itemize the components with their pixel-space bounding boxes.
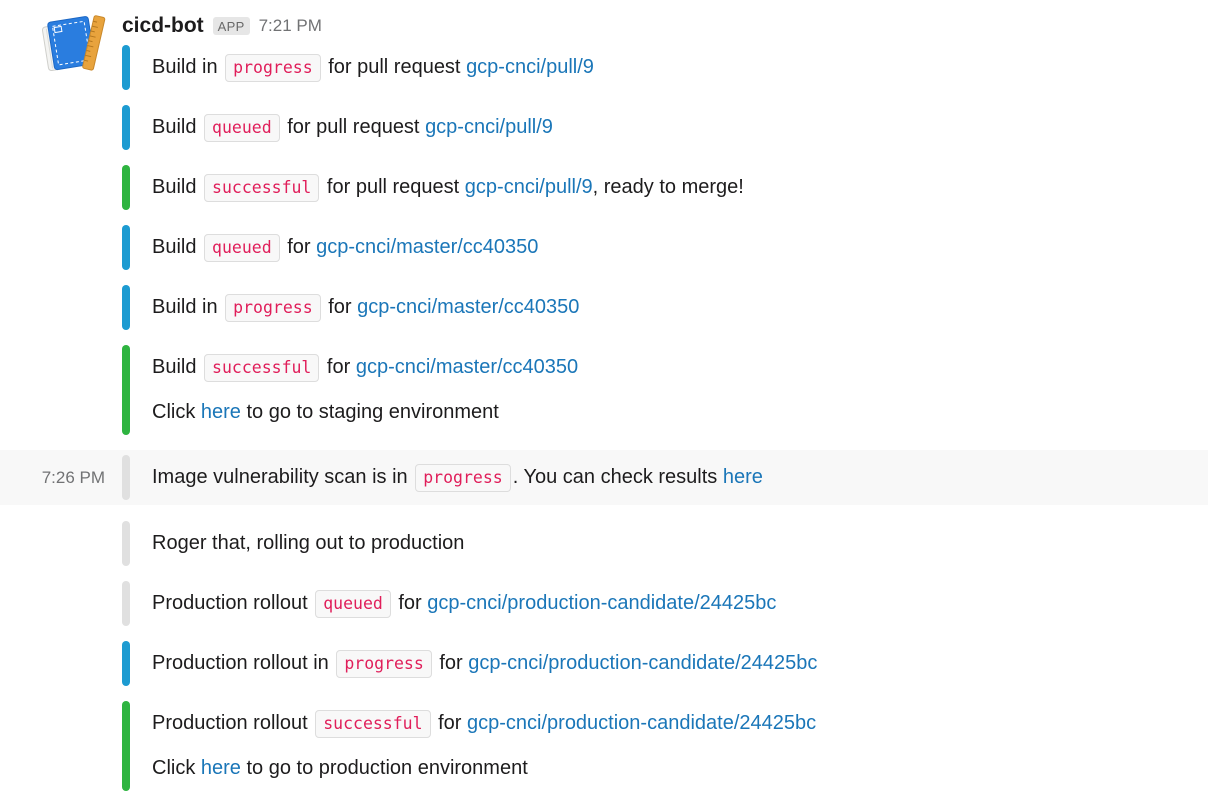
- link[interactable]: gcp-cnci/master/cc40350: [355, 356, 579, 378]
- app-badge: APP: [212, 17, 250, 35]
- message-content: Production rollout successful for gcp-cn…: [152, 701, 816, 791]
- message-row-highlighted: 7:26 PM Image vulnerability scan is in p…: [0, 450, 1208, 505]
- message-text: Build: [152, 176, 203, 198]
- gutter: [0, 345, 122, 435]
- message-content: Build in progress for gcp-cnci/master/cc…: [152, 285, 579, 330]
- attachment-bar-blue: [122, 285, 130, 330]
- gutter: [0, 165, 122, 210]
- message-text: Build: [152, 236, 203, 258]
- link[interactable]: gcp-cnci/production-candidate/24425bc: [468, 652, 818, 674]
- status-badge: progress: [225, 54, 321, 82]
- link[interactable]: gcp-cnci/pull/9: [425, 116, 553, 138]
- attachment-bar-blue: [122, 641, 130, 686]
- message-text: Click: [152, 401, 201, 423]
- message-text: for pull request: [321, 176, 465, 198]
- message-text: . You can check results: [512, 466, 723, 488]
- message-text: Build in: [152, 296, 224, 318]
- status-badge: progress: [415, 464, 511, 492]
- attachment-bar-green: [122, 345, 130, 435]
- message-text: Image vulnerability scan is in: [152, 466, 414, 488]
- gutter: [0, 521, 122, 566]
- message-text: , ready to merge!: [592, 176, 744, 198]
- link[interactable]: gcp-cnci/pull/9: [466, 56, 594, 78]
- gutter: [0, 641, 122, 686]
- gutter: [0, 285, 122, 330]
- bot-name[interactable]: cicd-bot: [122, 14, 204, 37]
- message-text: for: [392, 592, 428, 614]
- message-row: Build successful for gcp-cnci/master/cc4…: [0, 345, 1208, 435]
- message-timestamp: 7:26 PM: [41, 467, 105, 487]
- message-text: for pull request: [322, 56, 467, 78]
- message-content: Production rollout in progress for gcp-c…: [152, 641, 817, 686]
- gutter: [0, 225, 122, 270]
- message-text: for pull request: [281, 116, 426, 138]
- status-badge: successful: [204, 174, 320, 202]
- message-row: Build successful for pull request gcp-cn…: [0, 165, 1208, 210]
- gutter: [0, 105, 122, 150]
- gutter: [0, 581, 122, 626]
- message-row: Build queued for gcp-cnci/master/cc40350: [0, 225, 1208, 270]
- message-text: for: [281, 236, 317, 258]
- attachment-bar-blue: [122, 225, 130, 270]
- message-text: for: [433, 652, 469, 674]
- message-row: Production rollout queued for gcp-cnci/p…: [0, 581, 1208, 626]
- message-text: to go to staging environment: [240, 401, 499, 423]
- attachment-bar-green: [122, 165, 130, 210]
- link[interactable]: gcp-cnci/pull/9: [464, 176, 593, 198]
- message-text: for: [432, 712, 467, 734]
- message-text: Production rollout in: [152, 652, 335, 674]
- status-badge: progress: [225, 294, 321, 322]
- gutter: [0, 701, 122, 791]
- message-text: Roger that, rolling out to production: [152, 532, 465, 554]
- staging-environment-link[interactable]: here: [200, 401, 241, 423]
- link[interactable]: gcp-cnci/production-candidate/24425bc: [427, 592, 777, 614]
- message-content: Build in progress for pull request gcp-c…: [152, 45, 594, 90]
- status-badge: queued: [204, 114, 280, 142]
- status-badge: successful: [204, 354, 320, 382]
- message-timestamp: 7:21 PM: [258, 16, 322, 35]
- link[interactable]: gcp-cnci/master/cc40350: [357, 296, 580, 318]
- message-row: Build queued for pull request gcp-cnci/p…: [0, 105, 1208, 150]
- message-header: cicd-bot APP 7:21 PM: [122, 10, 1208, 42]
- message-content: Image vulnerability scan is in progress.…: [152, 455, 763, 500]
- status-badge: queued: [204, 234, 280, 262]
- message-text: Build: [152, 116, 203, 138]
- status-badge: successful: [315, 710, 431, 738]
- attachment-bar-blue: [122, 105, 130, 150]
- message-text: to go to production environment: [240, 757, 528, 779]
- message-content: Build successful for pull request gcp-cn…: [152, 165, 744, 210]
- status-badge: queued: [315, 590, 391, 618]
- message-text: for: [322, 296, 358, 318]
- message-row: Build in progress for gcp-cnci/master/cc…: [0, 285, 1208, 330]
- message-text: Build in: [152, 56, 224, 78]
- message-row: Build in progress for pull request gcp-c…: [0, 45, 1208, 90]
- status-badge: progress: [336, 650, 432, 678]
- results-link[interactable]: here: [722, 466, 763, 488]
- message-row: Roger that, rolling out to production: [0, 521, 1208, 566]
- link[interactable]: gcp-cnci/production-candidate/24425bc: [467, 712, 817, 734]
- production-environment-link[interactable]: here: [200, 757, 241, 779]
- attachment-bar-gray: [122, 581, 130, 626]
- message-text: Build: [152, 356, 203, 378]
- message-content: Build queued for gcp-cnci/master/cc40350: [152, 225, 538, 270]
- message-text: for: [321, 356, 356, 378]
- gutter-timestamp: 7:26 PM: [0, 455, 122, 500]
- message-content: Production rollout queued for gcp-cnci/p…: [152, 581, 776, 626]
- attachment-bar-gray: [122, 455, 130, 500]
- message-content: Roger that, rolling out to production: [152, 521, 464, 566]
- message-content: Build queued for pull request gcp-cnci/p…: [152, 105, 553, 150]
- message-content: Build successful for gcp-cnci/master/cc4…: [152, 345, 578, 435]
- message-text: Click: [152, 757, 201, 779]
- attachment-bar-gray: [122, 521, 130, 566]
- attachment-bar-blue: [122, 45, 130, 90]
- message-row: Production rollout in progress for gcp-c…: [0, 641, 1208, 686]
- attachment-bar-green: [122, 701, 130, 791]
- message-text: Production rollout: [152, 592, 314, 614]
- message-text: Production rollout: [152, 712, 314, 734]
- notebook-ruler-icon: [41, 15, 106, 72]
- link[interactable]: gcp-cnci/master/cc40350: [316, 236, 539, 258]
- message-row: Production rollout successful for gcp-cn…: [0, 701, 1208, 791]
- bot-avatar[interactable]: [38, 10, 106, 78]
